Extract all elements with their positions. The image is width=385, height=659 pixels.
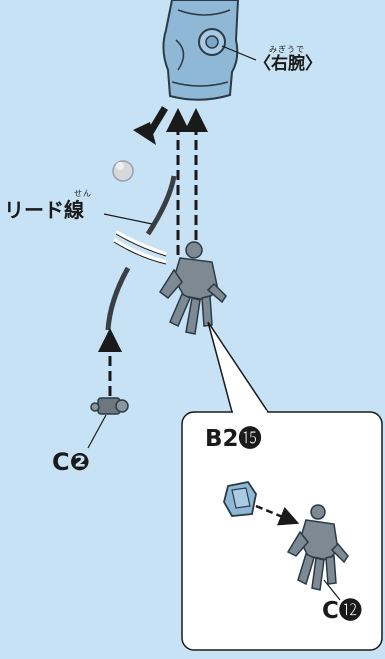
arm-leader-line [221, 45, 257, 61]
lead-wire-ruby: せん [74, 189, 92, 198]
hand-part-icon [158, 241, 227, 335]
part-c2-label: C❷ [52, 448, 90, 476]
right-arm-label: 〈右腕〉 [254, 54, 322, 74]
part-c12-label: C⓬ [322, 598, 362, 624]
part-b2-15-label: B2⓯ [205, 426, 262, 452]
sphere-part-icon [112, 160, 134, 182]
lead-wire-label: リード線 [4, 198, 84, 222]
lead-wire-lower [105, 266, 131, 331]
right-arm-ruby: みぎうで [269, 45, 305, 54]
hand-part-icon [286, 504, 349, 591]
callout-pointer [207, 321, 270, 413]
wrist-cap-part-icon [223, 480, 257, 517]
joint-part-icon [90, 397, 129, 415]
right-arm-part-icon [162, 0, 240, 101]
cap-arrow [255, 504, 300, 526]
lead-wire-upper [145, 175, 177, 236]
